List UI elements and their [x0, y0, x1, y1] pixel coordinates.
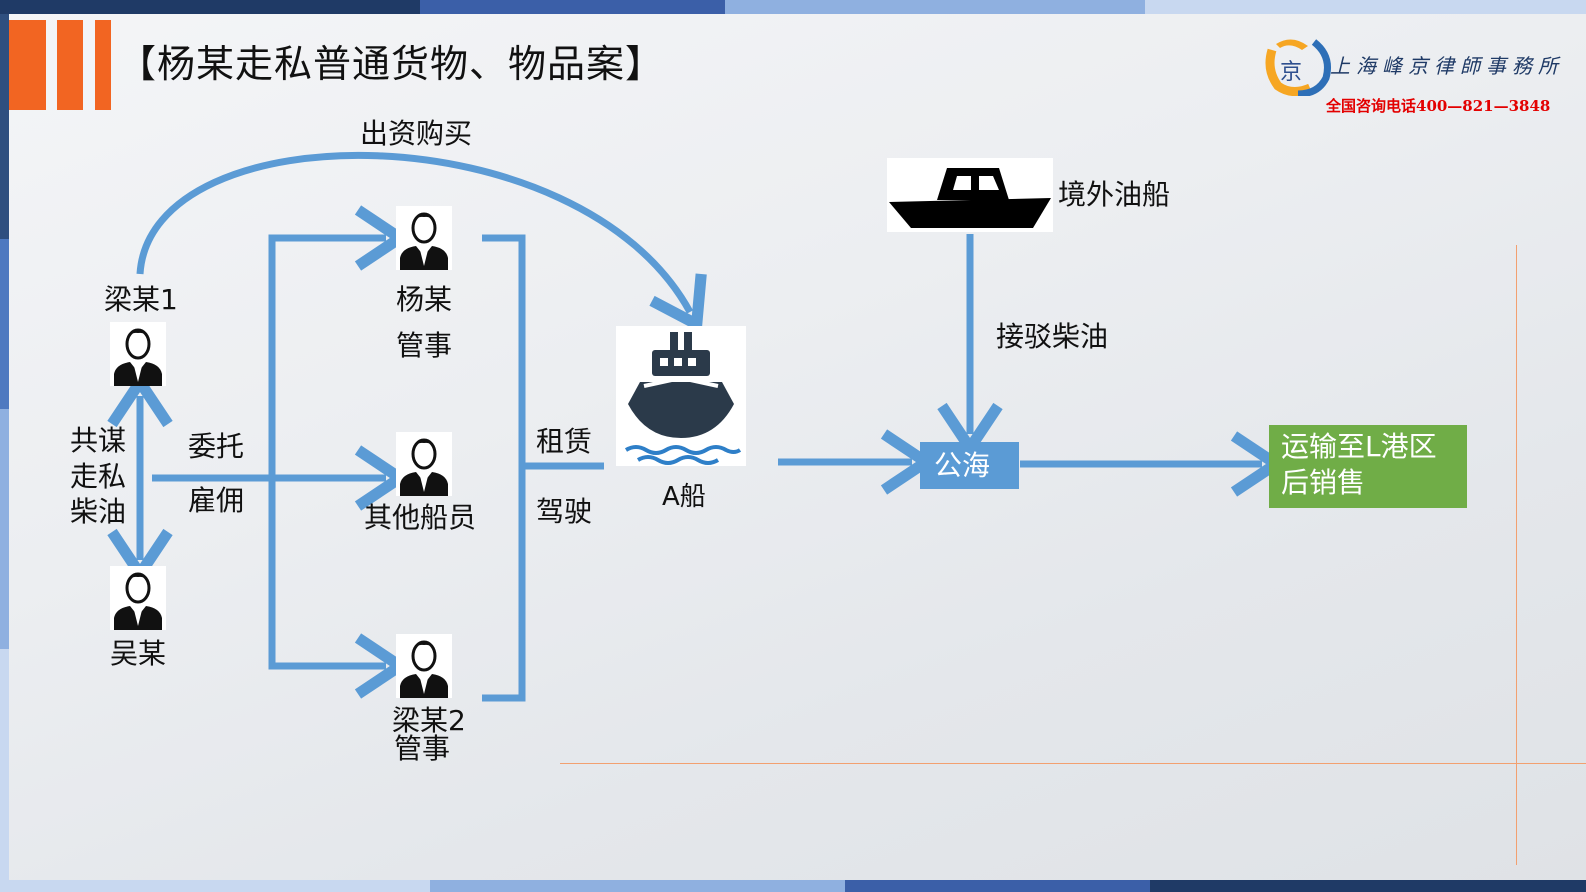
left-strip-2 — [0, 239, 9, 409]
left-strip-1 — [0, 14, 9, 239]
person-liang1 — [110, 322, 166, 386]
label-liang2-name: 梁某2 — [392, 704, 466, 737]
person-liang2 — [396, 634, 452, 698]
node-destination-line1: 运输至L港区 — [1281, 430, 1437, 463]
label-liang2-role: 管事 — [394, 732, 451, 765]
title-accent-block — [9, 20, 46, 110]
person-icon — [396, 432, 452, 496]
top-bar-dark — [0, 0, 420, 14]
bracket-lease-drive — [482, 234, 526, 702]
title-accent-bar-1 — [57, 20, 83, 110]
label-yang-name: 杨某 — [396, 283, 453, 316]
top-bar-light — [725, 0, 1145, 14]
label-conspire-1: 共谋 — [70, 424, 127, 457]
label-transfer-diesel: 接驳柴油 — [996, 320, 1109, 353]
boat-icon — [889, 168, 1051, 228]
label-yang-role: 管事 — [396, 329, 453, 362]
logo-mark — [1262, 36, 1336, 96]
node-destination: 运输至L港区 后销售 — [1269, 425, 1467, 508]
bottom-bar-4 — [1150, 880, 1586, 892]
label-drive: 驾驶 — [536, 495, 593, 528]
cargo-ship-icon — [624, 332, 742, 465]
label-lease: 租赁 — [536, 425, 593, 458]
label-conspire-2: 走私 — [70, 460, 127, 493]
arrow-fund-purchase — [136, 151, 707, 334]
person-icon — [396, 206, 452, 270]
top-bar-pale — [1145, 0, 1586, 14]
bottom-bar-2 — [430, 880, 845, 892]
label-foreign-tanker: 境外油船 — [1058, 178, 1171, 211]
label-ship-a: A船 — [662, 482, 706, 512]
arrow-to-liang2 — [268, 478, 411, 699]
decor-line-vertical — [1516, 245, 1517, 865]
title-accent-bar-2 — [95, 20, 111, 110]
person-icon — [110, 566, 166, 630]
node-high-seas-label: 公海 — [934, 449, 991, 482]
slide-title: 【杨某走私普通货物、物品案】 — [118, 42, 665, 86]
label-wu: 吴某 — [110, 637, 167, 670]
label-conspire-3: 柴油 — [70, 495, 127, 528]
logo-phone: 全国咨询电话400—821—3848 — [1326, 97, 1551, 115]
tanker-icon — [887, 158, 1053, 232]
node-high-seas: 公海 — [920, 442, 1019, 489]
left-strip-4 — [0, 649, 9, 880]
label-entrust: 委托 — [188, 430, 245, 463]
label-hire: 雇佣 — [188, 484, 245, 517]
person-icon — [396, 634, 452, 698]
label-crew: 其他船员 — [364, 501, 477, 534]
logo-name: 上海峰京律師事務所 — [1330, 54, 1564, 78]
person-yang — [396, 206, 452, 270]
top-bar-mid — [420, 0, 725, 14]
label-liang1: 梁某1 — [104, 283, 178, 316]
node-destination-line2: 后销售 — [1281, 466, 1366, 499]
person-crew — [396, 432, 452, 496]
person-icon — [110, 322, 166, 386]
person-wu — [110, 566, 166, 630]
decor-line-horizontal — [560, 763, 1586, 764]
logo-mark-char: 京 — [1280, 60, 1303, 85]
ship-a-icon — [616, 326, 746, 466]
bottom-bar-1 — [0, 880, 430, 892]
label-fund-purchase: 出资购买 — [360, 117, 473, 150]
left-strip-3 — [0, 409, 9, 649]
arrow-to-yang — [268, 205, 411, 478]
logo-mark-icon — [1265, 39, 1331, 96]
bottom-bar-3 — [845, 880, 1150, 892]
